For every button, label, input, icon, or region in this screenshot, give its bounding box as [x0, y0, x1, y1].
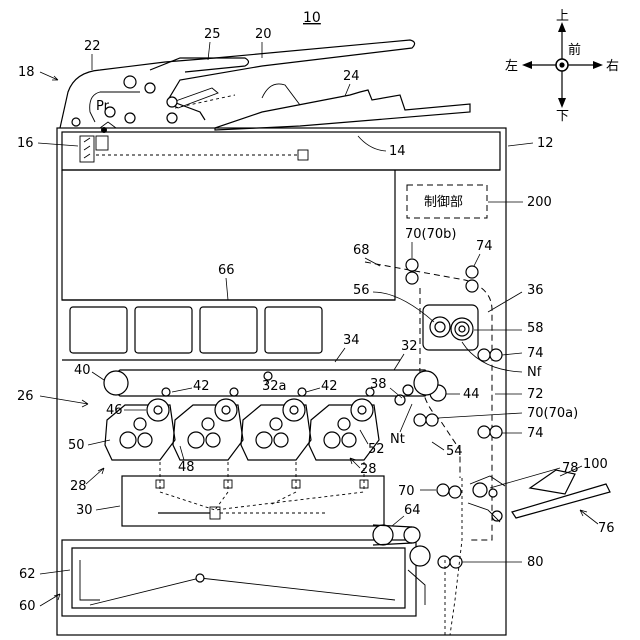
ref-25: 25	[204, 27, 221, 42]
ref-52: 52	[368, 442, 385, 457]
image-forming-units	[105, 399, 379, 460]
ref-74-top: 74	[476, 239, 493, 254]
ref-36: 36	[527, 283, 544, 298]
ref-80: 80	[527, 555, 544, 570]
ref-54: 54	[446, 444, 463, 459]
ref-28-right: 28	[360, 462, 377, 477]
ref-18: 18	[18, 65, 35, 80]
ref-70a: 70(70a)	[527, 406, 578, 421]
ref-20: 20	[255, 27, 272, 42]
ref-64: 64	[404, 503, 421, 518]
ref-32a: 32a	[262, 379, 287, 394]
compass-down-label: 下	[556, 109, 569, 124]
controller-label: 制御部	[424, 195, 463, 210]
ref-100: 100	[583, 457, 608, 472]
ref-42-right: 42	[321, 379, 338, 394]
ref-42-left: 42	[193, 379, 210, 394]
arrow-right-icon	[593, 61, 603, 69]
ref-pr: Pr	[96, 99, 110, 114]
ref-56: 56	[353, 283, 370, 298]
ref-72: 72	[527, 387, 544, 402]
compass-right-label: 右	[606, 59, 619, 74]
ref-nf: Nf	[527, 365, 542, 380]
direction-compass: 上 下 左 右 前	[505, 9, 619, 124]
paper-cassette	[62, 525, 462, 616]
ref-200: 200	[527, 195, 552, 210]
ref-16: 16	[17, 136, 34, 151]
compass-left-label: 左	[505, 59, 518, 74]
ref-70b: 70(70b)	[405, 227, 456, 242]
ref-68: 68	[353, 243, 370, 258]
ref-34: 34	[343, 333, 360, 348]
image-forming-unit-3	[241, 399, 311, 460]
ref-38: 38	[370, 377, 387, 392]
manual-feed-tray	[468, 470, 610, 522]
ref-66: 66	[218, 263, 235, 278]
controller-box: 制御部	[407, 185, 487, 218]
ref-30: 30	[76, 503, 93, 518]
ref-nt: Nt	[390, 432, 405, 447]
ref-70-low: 70	[398, 484, 415, 499]
ref-40: 40	[74, 363, 91, 378]
compass-front-label: 前	[568, 42, 581, 58]
image-forming-unit-2	[173, 399, 243, 460]
ref-74-low: 74	[527, 426, 544, 441]
arrow-left-icon	[522, 61, 532, 69]
ref-22: 22	[84, 39, 101, 54]
ref-62: 62	[19, 567, 36, 582]
ref-76: 76	[598, 521, 615, 536]
ref-44: 44	[463, 387, 480, 402]
ref-46: 46	[106, 403, 123, 418]
arrow-down-icon	[558, 98, 566, 108]
ref-26: 26	[17, 389, 34, 404]
ref-50: 50	[68, 438, 85, 453]
ref-58: 58	[527, 321, 544, 336]
ref-12: 12	[537, 136, 554, 151]
exposure-unit	[122, 462, 384, 526]
compass-up-label: 上	[556, 9, 569, 24]
toner-cartridges	[70, 307, 322, 353]
title-numeral: 10	[303, 10, 321, 26]
ref-24: 24	[343, 69, 360, 84]
ref-32: 32	[401, 339, 418, 354]
ref-14: 14	[389, 144, 406, 159]
document-feeder	[60, 40, 470, 133]
ref-28-left: 28	[70, 479, 87, 494]
fixing-unit	[365, 259, 502, 540]
ref-74-mid: 74	[527, 346, 544, 361]
ref-48: 48	[178, 460, 195, 475]
front-dot-icon	[559, 62, 564, 67]
ref-60: 60	[19, 599, 36, 614]
